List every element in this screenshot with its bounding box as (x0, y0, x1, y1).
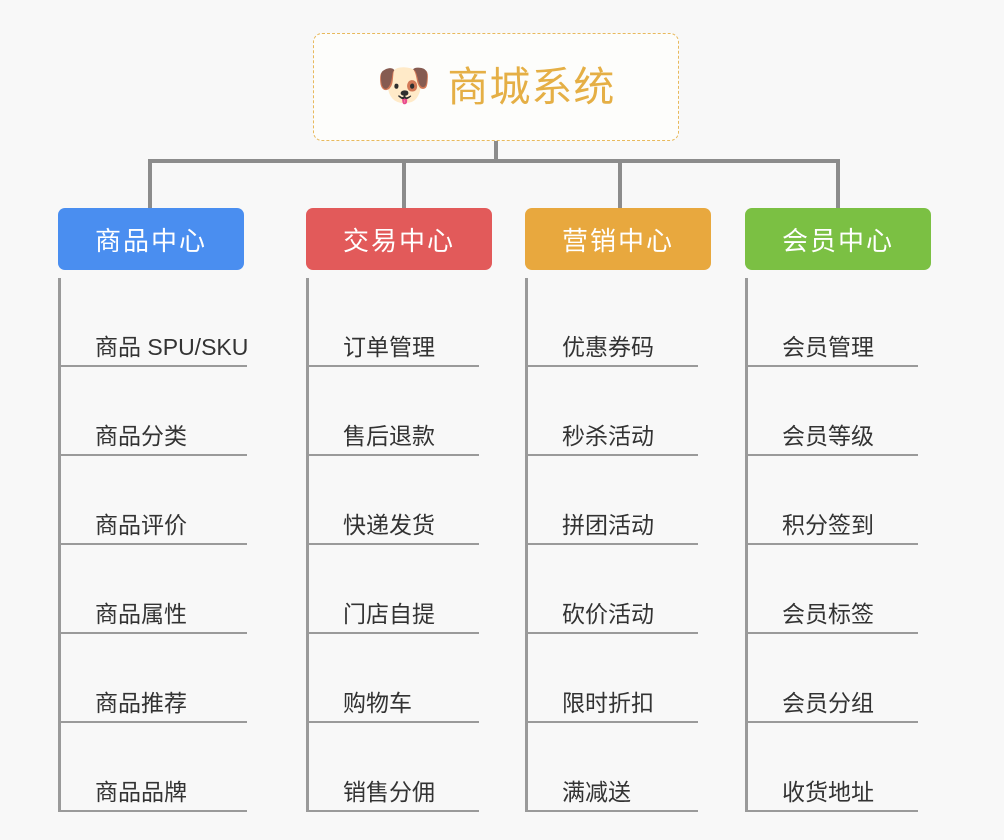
leaf-item[interactable]: 订单管理 (309, 278, 492, 367)
leaf-label: 优惠券码 (562, 334, 654, 360)
leaf-label: 会员管理 (782, 334, 874, 360)
leaf-label: 订单管理 (343, 334, 435, 360)
branch-member-center: 会员中心 会员管理 会员等级 积分签到 会员标签 会员分组 收货地址 (745, 208, 931, 812)
root-node[interactable]: 🐶 商城系统 (313, 33, 679, 141)
branch-label: 会员中心 (781, 225, 894, 256)
leaf-list-trade-center: 订单管理 售后退款 快递发货 门店自提 购物车 销售分佣 (306, 278, 492, 812)
leaf-item[interactable]: 限时折扣 (528, 634, 711, 723)
leaf-item[interactable]: 快递发货 (309, 456, 492, 545)
leaf-label: 门店自提 (343, 601, 435, 627)
leaf-item[interactable]: 商品推荐 (61, 634, 247, 723)
leaf-label: 售后退款 (343, 423, 435, 449)
leaf-label: 限时折扣 (562, 690, 654, 716)
leaf-label: 销售分佣 (343, 779, 435, 805)
leaf-label: 商品品牌 (95, 779, 187, 805)
leaf-item[interactable]: 收货地址 (748, 723, 931, 812)
leaf-label: 会员分组 (782, 690, 874, 716)
leaf-label: 秒杀活动 (562, 423, 654, 449)
leaf-item[interactable]: 会员等级 (748, 367, 931, 456)
leaf-label: 积分签到 (782, 512, 874, 538)
leaf-label: 商品推荐 (95, 690, 187, 716)
leaf-label: 砍价活动 (562, 601, 654, 627)
leaf-item[interactable]: 商品 SPU/SKU (61, 278, 248, 367)
leaf-item[interactable]: 砍价活动 (528, 545, 711, 634)
leaf-item[interactable]: 会员标签 (748, 545, 931, 634)
branch-product-center: 商品中心 商品 SPU/SKU 商品分类 商品评价 商品属性 商品推荐 商品品牌 (58, 208, 248, 812)
leaf-label: 商品属性 (95, 601, 187, 627)
branch-header-member-center[interactable]: 会员中心 (745, 208, 931, 270)
leaf-item[interactable]: 商品分类 (61, 367, 247, 456)
leaf-item[interactable]: 商品评价 (61, 456, 247, 545)
leaf-list-member-center: 会员管理 会员等级 积分签到 会员标签 会员分组 收货地址 (745, 278, 931, 812)
leaf-label: 会员标签 (782, 601, 874, 627)
leaf-label: 拼团活动 (562, 512, 654, 538)
branch-trade-center: 交易中心 订单管理 售后退款 快递发货 门店自提 购物车 销售分佣 (306, 208, 492, 812)
branch-header-trade-center[interactable]: 交易中心 (306, 208, 492, 270)
leaf-label: 商品分类 (95, 423, 187, 449)
leaf-item[interactable]: 秒杀活动 (528, 367, 711, 456)
leaf-item[interactable]: 积分签到 (748, 456, 931, 545)
leaf-item[interactable]: 会员管理 (748, 278, 931, 367)
root-title: 商城系统 (447, 63, 616, 110)
leaf-item[interactable]: 售后退款 (309, 367, 492, 456)
leaf-item[interactable]: 商品品牌 (61, 723, 247, 812)
leaf-item[interactable]: 会员分组 (748, 634, 931, 723)
branch-label: 商品中心 (94, 225, 207, 256)
leaf-label: 商品 SPU/SKU (95, 334, 249, 360)
branch-label: 交易中心 (342, 225, 455, 256)
leaf-item[interactable]: 购物车 (309, 634, 492, 723)
leaf-label: 商品评价 (95, 512, 187, 538)
leaf-item[interactable]: 满减送 (528, 723, 711, 812)
leaf-item[interactable]: 门店自提 (309, 545, 492, 634)
leaf-label: 收货地址 (782, 779, 874, 805)
leaf-label: 快递发货 (343, 512, 435, 538)
branch-marketing-center: 营销中心 优惠券码 秒杀活动 拼团活动 砍价活动 限时折扣 满减送 (525, 208, 711, 812)
leaf-item[interactable]: 优惠券码 (528, 278, 711, 367)
leaf-list-product-center: 商品 SPU/SKU 商品分类 商品评价 商品属性 商品推荐 商品品牌 (58, 278, 248, 812)
leaf-item[interactable]: 商品属性 (61, 545, 247, 634)
branch-header-product-center[interactable]: 商品中心 (58, 208, 244, 270)
leaf-label: 满减送 (562, 779, 631, 805)
dog-face-icon: 🐶 (376, 61, 432, 110)
branch-header-marketing-center[interactable]: 营销中心 (525, 208, 711, 270)
leaf-item[interactable]: 拼团活动 (528, 456, 711, 545)
leaf-item[interactable]: 销售分佣 (309, 723, 492, 812)
leaf-label: 购物车 (343, 690, 412, 716)
leaf-list-marketing-center: 优惠券码 秒杀活动 拼团活动 砍价活动 限时折扣 满减送 (525, 278, 711, 812)
leaf-label: 会员等级 (782, 423, 874, 449)
branch-label: 营销中心 (561, 225, 674, 256)
